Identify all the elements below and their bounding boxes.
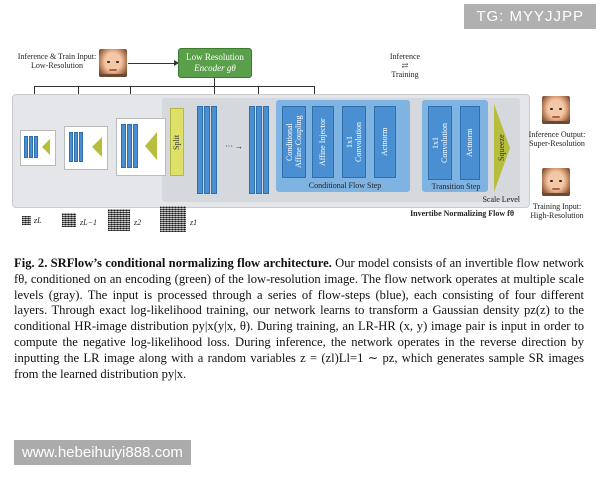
flow-dots: ··· → [225, 142, 243, 151]
caption-fig-label: Fig. 2. [14, 256, 48, 270]
level-l-bar-1 [24, 136, 28, 158]
top-line [34, 86, 270, 87]
training-input-label: Training Input: High-Resolution [530, 202, 584, 220]
flow-bar-5 [256, 106, 262, 194]
level-l-bar-3 [34, 136, 38, 158]
invertible-flow-label: Invertibe Normalizing Flow fθ [410, 209, 514, 218]
watermark-url: www.hebeihuiyi888.com [14, 440, 191, 465]
z-2-noise [108, 209, 130, 231]
transition-conv-label: 1x1 Convolution [431, 123, 449, 164]
z-l-noise [22, 216, 31, 225]
split-block [170, 108, 184, 176]
caption-title: SRFlow’s conditional normalizing flow ar… [50, 256, 332, 270]
actnorm [374, 106, 396, 178]
lr-encoder-box: Low Resolution Encoder gθ [178, 48, 252, 78]
encoder-label-1: Low Resolution [186, 52, 244, 62]
level-2-bar-3 [133, 124, 138, 168]
encoder-label-2: Encoder gθ [194, 63, 236, 73]
transition-step-label: Transition Step [431, 182, 481, 191]
squeeze-block [494, 104, 510, 192]
level-l1-bar-1 [69, 132, 73, 162]
level-l1-bar-2 [74, 132, 78, 162]
affine-injector [312, 106, 334, 178]
level-l-bar-2 [29, 136, 33, 158]
z-l-label: zL [34, 216, 42, 225]
sr-output-face [542, 96, 570, 124]
z-l1-noise [62, 213, 76, 227]
top-line-2 [214, 86, 314, 87]
conv1x1 [342, 106, 366, 178]
input-label: Inference & Train Input: Low-Resolution [17, 52, 97, 70]
flow-bar-4 [249, 106, 255, 194]
level-2-bar-2 [127, 124, 132, 168]
transition-conv [428, 106, 452, 180]
affine-injector-label: Affine Injector [318, 118, 327, 166]
split-label: Split [172, 134, 181, 150]
watermark-tg: TG: MYYJJPP [464, 4, 596, 29]
figure-caption: Fig. 2. SRFlow’s conditional normalizing… [14, 256, 584, 382]
conditional-flow-step-label: Conditional Flow Step [308, 181, 382, 190]
level-l1-bar-3 [79, 132, 83, 162]
arrowhead [174, 60, 179, 66]
flow-bar-1 [197, 106, 203, 194]
lr-face-image [99, 49, 127, 77]
cond-affine-coupling-label: Conditional Affine Coupling [285, 115, 303, 169]
flow-bar-3 [211, 106, 217, 194]
inference-training-label: Inference ⇄ Training [389, 52, 421, 79]
scale-level-label: Scale Level [482, 195, 520, 204]
squeeze-label: Squeeze [497, 134, 506, 162]
level-l-squeeze [42, 139, 50, 155]
hr-input-face [542, 168, 570, 196]
inference-output-label: Inference Output: Super-Resolution [528, 130, 586, 148]
flow-bar-6 [263, 106, 269, 194]
transition-actnorm [460, 106, 480, 180]
caption-body: Our model consists of an invertible flow… [14, 256, 584, 381]
level-2-squeeze [145, 132, 157, 160]
z-1-label: z1 [190, 218, 198, 227]
z-2-label: z2 [134, 218, 142, 227]
figure: Inference & Train Input: Low-Resolution … [12, 48, 586, 232]
z-l1-label: zL−1 [80, 218, 97, 227]
level-2-bar-1 [121, 124, 126, 168]
input-arrow [128, 63, 176, 64]
cond-affine-coupling [282, 106, 306, 178]
transition-actnorm-label: Actnorm [465, 128, 474, 158]
actnorm-label: Actnorm [380, 127, 389, 157]
level-l1-squeeze [92, 137, 102, 157]
z-1-noise [160, 206, 186, 232]
flow-bar-2 [204, 106, 210, 194]
conv1x1-label: 1x1 Convolution [345, 122, 363, 163]
enc-v [214, 78, 215, 102]
